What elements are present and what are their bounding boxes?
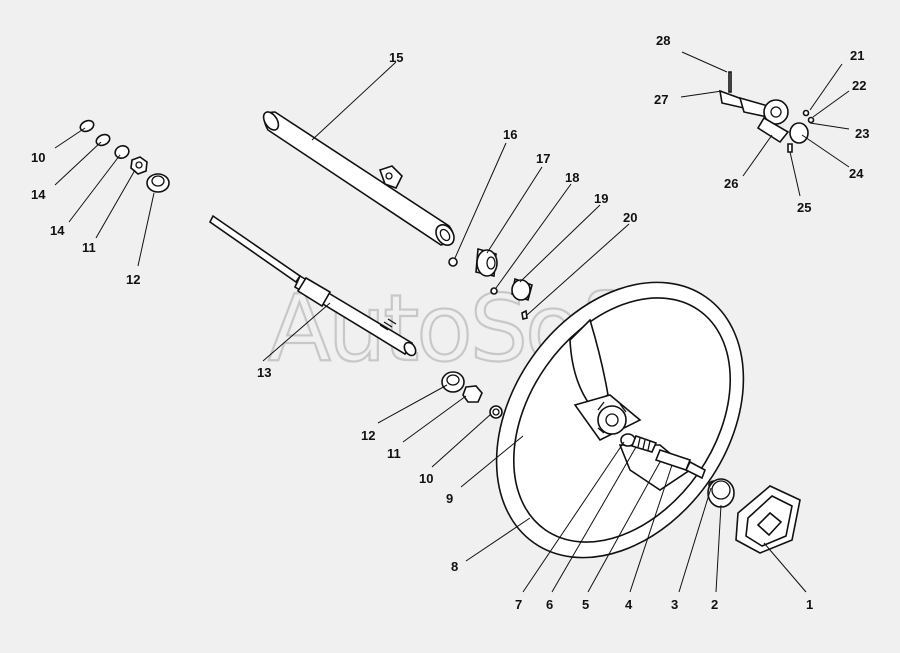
- callout-15: 15: [389, 50, 403, 65]
- callout-6: 6: [546, 597, 553, 612]
- callout-28: 28: [656, 33, 670, 48]
- steering-shaft: [208, 214, 417, 357]
- callout-11-left: 11: [82, 240, 96, 255]
- callout-27: 27: [654, 92, 668, 107]
- callout-17: 17: [536, 151, 550, 166]
- callout-10-center: 10: [419, 471, 433, 486]
- callout-3: 3: [671, 597, 678, 612]
- callout-4: 4: [625, 597, 633, 612]
- callout-14-left-a: 14: [31, 187, 46, 202]
- callout-20: 20: [623, 210, 637, 225]
- callout-9: 9: [446, 491, 453, 506]
- universal-joint: [718, 71, 815, 153]
- callout-25: 25: [797, 200, 811, 215]
- callout-5: 5: [582, 597, 589, 612]
- callout-7: 7: [515, 597, 522, 612]
- column-tube: [262, 111, 455, 247]
- steering-wheel: [495, 281, 745, 559]
- center-small-parts: [448, 247, 533, 320]
- center-pad: [735, 485, 801, 554]
- callout-13: 13: [257, 365, 271, 380]
- callout-19: 19: [594, 191, 608, 206]
- callout-26: 26: [724, 176, 738, 191]
- left-small-parts: [79, 119, 170, 193]
- callout-11-center: 11: [387, 446, 401, 461]
- callout-23: 23: [855, 126, 869, 141]
- leader-lines: [54, 51, 850, 593]
- callout-1: 1: [806, 597, 813, 612]
- callout-22: 22: [852, 78, 866, 93]
- callout-10-left: 10: [31, 150, 45, 165]
- callout-18: 18: [565, 170, 579, 185]
- horn-button-cap: [707, 478, 735, 508]
- callout-2: 2: [711, 597, 718, 612]
- callout-14-left-b: 14: [50, 223, 65, 238]
- callout-labels: 10 14 14 11 12 15 13 16 17 18 19 20 12 1…: [31, 33, 869, 612]
- callout-8: 8: [451, 559, 458, 574]
- callout-12-left: 12: [126, 272, 140, 287]
- callout-12-center: 12: [361, 428, 375, 443]
- callout-24: 24: [849, 166, 864, 181]
- callout-16: 16: [503, 127, 517, 142]
- callout-21: 21: [850, 48, 864, 63]
